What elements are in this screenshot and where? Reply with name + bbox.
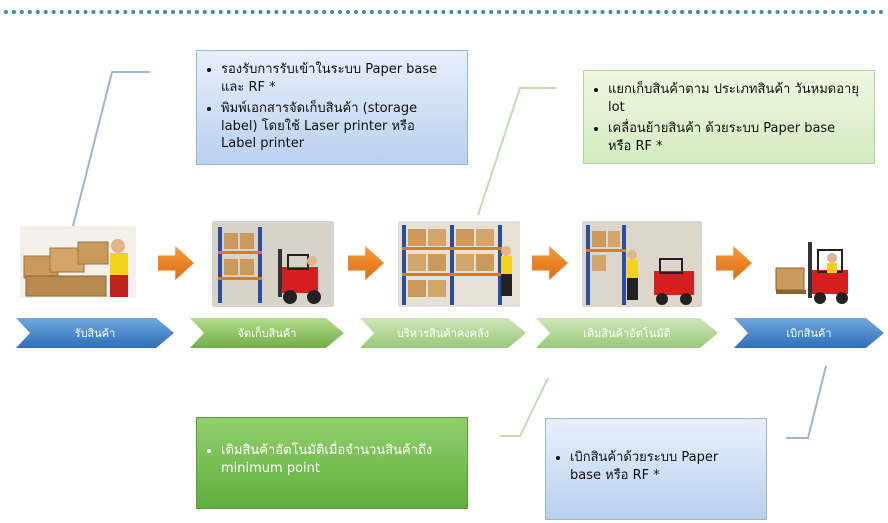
warehouse-racks-icon [398,221,520,307]
connector-inventory [477,87,556,216]
step-issue: เบิกสินค้า [734,318,884,348]
step-inventory: บริหารสินค้าคงคลัง [360,318,526,348]
worker-with-boxes-icon [20,226,136,298]
receive-bullet-2: พิมพ์เอกสารจัดเก็บสินค้า (storage label)… [221,100,453,153]
issue-bullet-1: เบิกสินค้าด้วยระบบ Paper base หรือ RF * [570,449,752,484]
top-dotted-divider [4,10,884,14]
connector-replenish [500,377,549,437]
step-receive: รับสินค้า [16,318,174,348]
forklift-warehouse-icon [212,221,334,307]
step-issue-label: เบิกสินค้า [786,327,832,340]
step-store: จัดเก็บสินค้า [190,318,344,348]
receive-info-box: รองรับการรับเข้าในระบบ Paper base และ RF… [196,50,468,165]
replenish-info-box: เติมสินค้าอัตโนมัติเมื่อจำนวนสินค้าถึง m… [196,417,468,509]
inventory-bullet-2: เคลื่อนย้ายสินค้า ด้วยระบบ Paper base หร… [608,120,860,155]
inventory-bullet-1: แยกเก็บสินค้าตาม ประเภทสินค้า วันหมดอายุ… [608,81,860,116]
receive-bullet-1: รองรับการรับเข้าในระบบ Paper base และ RF… [221,61,453,96]
forklift-pallet-icon [772,238,864,306]
step-replenish-label: เติมสินค้าอัตโนมัติ [583,327,671,340]
step-replenish: เติมสินค้าอัตโนมัติ [536,318,718,348]
step-store-label: จัดเก็บสินค้า [237,327,297,340]
step-receive-label: รับสินค้า [74,327,116,340]
step-inventory-label: บริหารสินค้าคงคลัง [396,327,490,340]
forklift-replenish-icon [582,221,702,307]
connector-receive [71,71,150,231]
issue-info-box: เบิกสินค้าด้วยระบบ Paper base หรือ RF * [545,418,767,520]
connector-issue [786,365,827,439]
inventory-info-box: แยกเก็บสินค้าตาม ประเภทสินค้า วันหมดอายุ… [583,70,875,164]
replenish-bullet-1: เติมสินค้าอัตโนมัติเมื่อจำนวนสินค้าถึง m… [221,442,453,477]
